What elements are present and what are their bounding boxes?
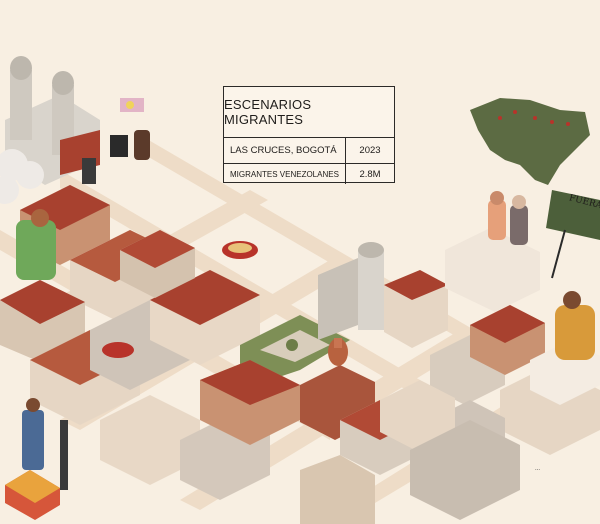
card-year: 2023	[359, 145, 381, 156]
smoke-cloud	[0, 149, 44, 204]
station	[60, 420, 68, 490]
venezuela-map	[470, 98, 590, 185]
cathedral	[5, 56, 100, 185]
bus	[5, 470, 60, 520]
card-group: MIGRANTES VENEZOLANES	[224, 164, 346, 184]
bottom-buildings	[100, 360, 520, 524]
card-title: ESCENARIOS MIGRANTES	[224, 87, 394, 138]
tower-building	[318, 242, 448, 348]
speech-bubble-text: ...	[535, 466, 541, 472]
food-plate-icons	[102, 241, 258, 358]
protest-sign	[546, 190, 600, 279]
card-row-group: MIGRANTES VENEZOLANES 2.8M	[224, 164, 394, 184]
card-row-place: LAS CRUCES, BOGOTÁ 2023	[224, 138, 394, 164]
center-left-buildings	[120, 230, 260, 365]
card-count: 2.8M	[359, 168, 381, 180]
title-card: ESCENARIOS MIGRANTES LAS CRUCES, BOGOTÁ …	[223, 86, 395, 184]
people-figures	[16, 98, 595, 470]
card-place: LAS CRUCES, BOGOTÁ	[224, 138, 346, 163]
